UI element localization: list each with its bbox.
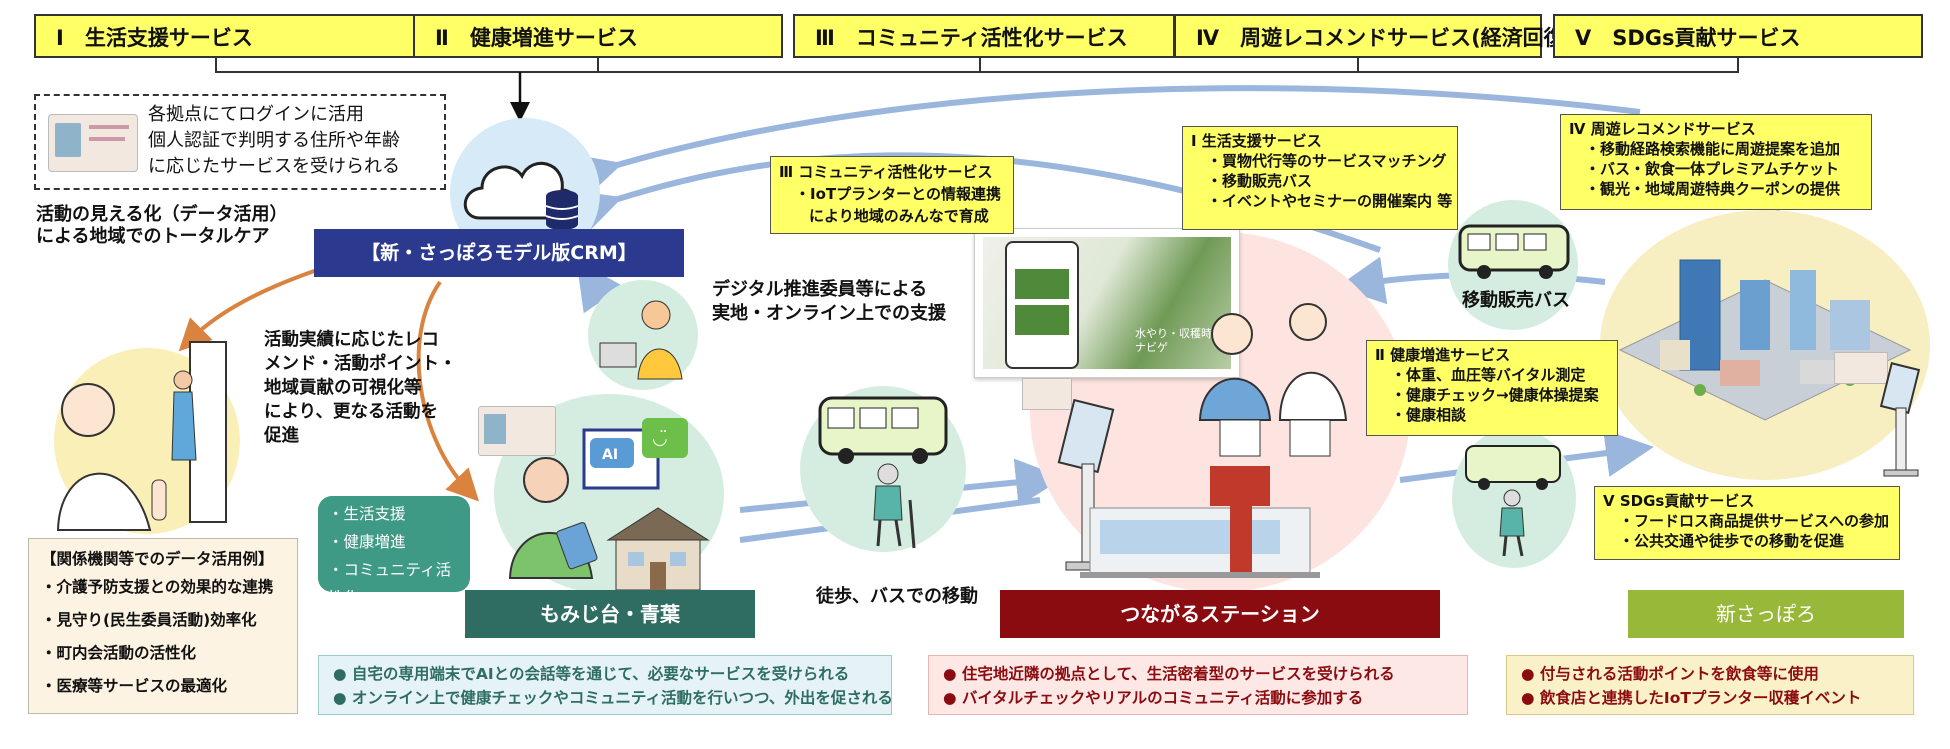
data-usage-item: ・介護予防支援との効果的な連携 [41,578,274,596]
station-description: 住宅地近隣の拠点として、生活密着型のサービスを受けられるバイタルチェックやリアル… [928,655,1468,715]
data-usage-item: ・医療等サービスの最適化 [41,677,228,695]
service-box-health: Ⅱ 健康増進サービス ・体重、血圧等バイタル測定 ・健康チェック→健康体操提案 … [1366,340,1618,436]
shinsapporo-description: 付与される活動ポイントを飲食等に使用飲食店と連携したIoTプランター収穫イベント [1506,655,1914,715]
phone-caption: 水やり・収穫時ナビゲ [1135,327,1212,354]
phone-plant-photo: 水やり・収穫時ナビゲ [974,228,1240,378]
bus-walker-illustration [818,396,948,549]
visualization-note: 活動の見える化（データ活用）による地域でのトータルケア [36,204,288,247]
momiji-description: 自宅の専用端末でAIとの会話等を通じて、必要なサービスを受けられるオンライン上で… [318,655,893,715]
home-services-callout: ・生活支援・健康増進・コミュニティ活性化 [318,496,470,607]
elderly-visitor-illustration [56,341,227,531]
city-illustration [1618,259,1912,421]
service-header-sdgs: Ⅴ SDGs貢献サービス [1553,14,1923,58]
house-illustration [606,507,710,591]
cloud-database-icon [463,161,579,230]
crm-label: 【新・さっぽろモデル版CRM】 [314,229,684,277]
login-note: 各拠点にてログインに活用 個人認証で判明する住所や年齢 に応じたサービスを受けら… [34,94,446,190]
mynumber-card-icon [1022,378,1072,410]
walk-bus-label: 徒歩、バスでの移動 [816,586,978,607]
service-box-community: Ⅲ コミュニティ活性化サービス ・IoTプランターとの情報連携 により地域のみん… [770,156,1014,234]
kiosk-terminal-illustration [1879,362,1921,477]
station-building-illustration [1080,466,1320,578]
login-note-line: 各拠点にてログインに活用 [148,104,364,125]
recommend-note: 活動実績に応じたレコメンド・活動ポイント・地域貢献の可視化等により、更なる活動を… [264,330,457,446]
login-note-line: に応じたサービスを受けられる [148,156,400,177]
service-header-life: Ⅰ 生活支援サービス [34,14,420,58]
service-box-life: Ⅰ 生活支援サービス ・買物代行等のサービスマッチング ・移動販売バス ・イベン… [1182,126,1458,230]
service-header-recommend: Ⅳ 周遊レコメンドサービス(経済回復) [1174,14,1574,58]
location-label-station: つながるステーション [1000,590,1440,638]
location-label-shinsapporo: 新さっぽろ [1628,590,1904,638]
login-note-line: 個人認証で判明する住所や年齢 [148,130,400,151]
data-usage-box: 【関係機関等でのデータ活用例】 ・介護予防支援との効果的な連携 ・見守り(民生委… [28,538,298,714]
mynumber-card-icon [478,406,556,456]
ai-chat-ai-text: AI [602,447,618,463]
data-usage-item: ・町内会活動の活性化 [41,644,197,662]
tablet-user-illustration [508,457,598,579]
walker-bus-illustration [1465,445,1561,557]
service-box-sdgs: Ⅴ SDGs貢献サービス ・フードロス商品提供サービスへの参加 ・公共交通や徒歩… [1594,486,1900,560]
data-usage-item: ・見守り(民生委員活動)効率化 [41,611,257,629]
ai-chat-smile-text: ◡̈ [652,428,668,449]
location-label-momiji: もみじ台・青葉 [465,590,755,638]
service-header-health: Ⅱ 健康増進サービス [413,14,783,58]
support-staff-illustration [599,300,683,380]
phone-screen [1005,241,1079,369]
mobile-sales-bus-icon [1458,224,1570,279]
digital-support-note: デジタル推進委員等による実地・オンライン上での支援 [712,279,946,324]
health-consult-illustration [1198,303,1348,457]
service-header-community: Ⅲ コミュニティ活性化サービス [793,14,1175,58]
mynumber-card-icon [1834,352,1888,384]
ai-chat-icon: AI ◡̈ [582,418,688,490]
service-box-recommend: Ⅳ 周遊レコメンドサービス ・移動経路検索機能に周遊提案を追加 ・バス・飲食一体… [1560,114,1872,210]
mobile-bus-label: 移動販売バス [1462,290,1570,311]
mynumber-card-icon [48,114,138,172]
data-usage-title: 【関係機関等でのデータ活用例】 [41,550,274,568]
